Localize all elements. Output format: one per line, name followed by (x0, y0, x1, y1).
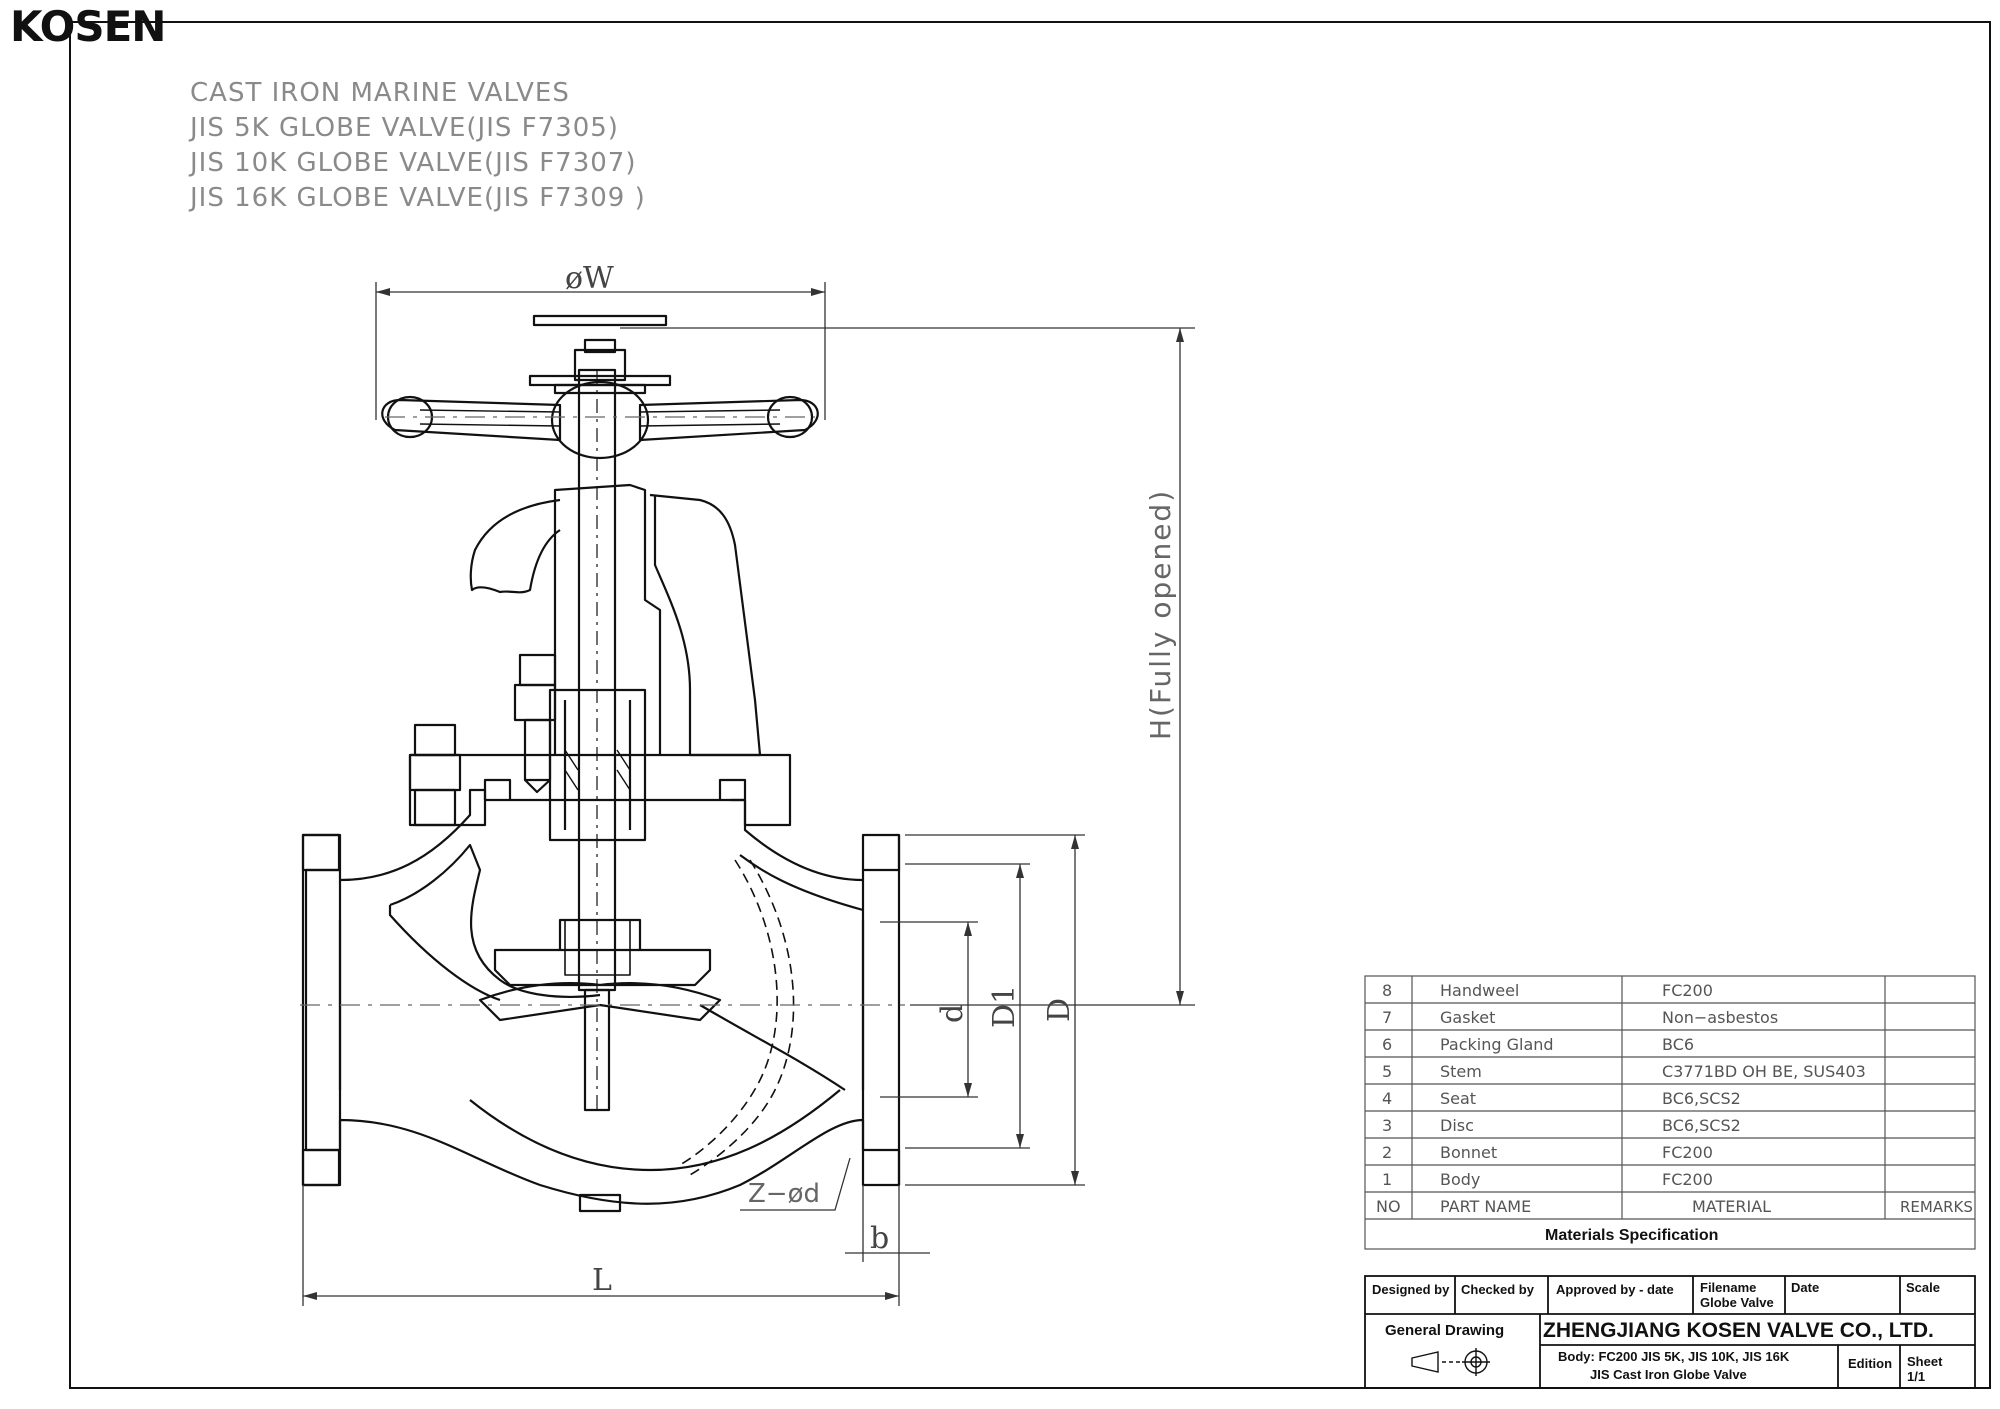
body-spec-line: Body: FC200 JIS 5K, JIS 10K, JIS 16K (1558, 1349, 1790, 1364)
svg-text:6: 6 (1382, 1035, 1392, 1054)
svg-text:Disc: Disc (1440, 1116, 1474, 1135)
right-flange-bottom-lug (861, 1148, 901, 1187)
bonnet-bolt (408, 723, 462, 827)
svg-text:Handweel: Handweel (1440, 981, 1519, 1000)
svg-text:BC6: BC6 (1662, 1035, 1694, 1054)
valve-disc (478, 918, 722, 1022)
dim-label-d: d (935, 1004, 970, 1023)
company-logo: KOSEN (10, 2, 166, 51)
projection-symbol-icon (1411, 1348, 1490, 1376)
table-row: 8 Handweel FC200 (1382, 981, 1713, 1000)
company-name: ZHENGJIANG KOSEN VALVE CO., LTD. (1543, 1319, 1934, 1342)
dim-label-big-d: D (1042, 998, 1077, 1022)
table-row: 6 Packing Gland BC6 (1382, 1035, 1694, 1054)
body-bottom-boss (578, 1193, 622, 1213)
stem-lower (583, 988, 611, 1112)
svg-text:2: 2 (1382, 1143, 1392, 1162)
title-block (1364, 1275, 1976, 1389)
parts-table (1364, 975, 1976, 1250)
edition-label: Edition (1848, 1356, 1892, 1371)
date-label: Date (1791, 1280, 1819, 1295)
svg-text:REMARKS: REMARKS (1900, 1198, 1973, 1216)
svg-text:MATERIAL: MATERIAL (1692, 1197, 1771, 1216)
packing-box (548, 688, 647, 842)
svg-text:Gasket: Gasket (1440, 1008, 1495, 1027)
materials-specification-caption: Materials Specification (1545, 1227, 1718, 1244)
table-row: 4 Seat BC6,SCS2 (1382, 1089, 1741, 1108)
gland-bolt (513, 653, 557, 794)
table-row: 7 Gasket Non−asbestos (1382, 1008, 1778, 1027)
general-drawing-label: General Drawing (1385, 1322, 1504, 1339)
svg-text:BC6,SCS2: BC6,SCS2 (1662, 1116, 1741, 1135)
drawing-title-line-3: JIS 10K GLOBE VALVE(JIS F7307) (190, 148, 637, 178)
dim-label-h: H(Fully opened) (1144, 489, 1177, 740)
svg-text:4: 4 (1382, 1089, 1392, 1108)
right-flange-top-lug (861, 833, 901, 872)
checked-by-label: Checked by (1461, 1282, 1535, 1297)
bonnet-yoke (553, 483, 762, 757)
drawing-title-line-1: CAST IRON MARINE VALVES (190, 78, 570, 108)
left-flange-top-lug (301, 833, 341, 872)
svg-text:Bonnet: Bonnet (1440, 1143, 1497, 1162)
dimension-lines (302, 282, 1195, 1306)
dim-label-b: b (870, 1221, 889, 1256)
table-row: 1 Body FC200 (1382, 1170, 1713, 1189)
drawing-title-line-4: JIS 16K GLOBE VALVE(JIS F7309 ) (190, 183, 646, 213)
seat-dashed-arc (679, 859, 778, 1166)
approved-by-label: Approved by - date (1556, 1282, 1674, 1297)
title-block-text: Designed by Checked by Approved by - dat… (1372, 1280, 1943, 1384)
designed-by-label: Designed by (1372, 1282, 1450, 1297)
svg-text:C3771BD OH BE, SUS403: C3771BD OH BE, SUS403 (1662, 1062, 1866, 1081)
drawing-title-line-2: JIS 5K GLOBE VALVE(JIS F7305) (190, 113, 619, 143)
svg-text:7: 7 (1382, 1008, 1392, 1027)
svg-text:Body: Body (1440, 1170, 1480, 1189)
dim-label-w: øW (565, 261, 614, 296)
svg-text:FC200: FC200 (1662, 1143, 1713, 1162)
yoke-left-arm (469, 498, 561, 594)
table-row: 2 Bonnet FC200 (1382, 1143, 1713, 1162)
valve-drawing (300, 314, 905, 1213)
parts-table-text: 8 Handweel FC200 7 Gasket Non−asbestos 6… (1376, 981, 1973, 1216)
svg-text:PART NAME: PART NAME (1440, 1197, 1531, 1216)
svg-text:NO: NO (1376, 1197, 1401, 1216)
svg-text:Non−asbestos: Non−asbestos (1662, 1008, 1778, 1027)
filename-value: Globe Valve (1700, 1295, 1774, 1310)
product-line: JIS Cast Iron Globe Valve (1590, 1367, 1747, 1382)
scale-label: Scale (1906, 1280, 1940, 1295)
filename-label: Filename (1700, 1280, 1756, 1295)
svg-text:1: 1 (1382, 1170, 1392, 1189)
svg-text:8: 8 (1382, 981, 1392, 1000)
left-flange-bottom-lug (301, 1148, 341, 1187)
svg-text:FC200: FC200 (1662, 1170, 1713, 1189)
svg-text:Stem: Stem (1440, 1062, 1482, 1081)
svg-text:Packing Gland: Packing Gland (1440, 1035, 1554, 1054)
dim-label-d1: D1 (987, 985, 1022, 1028)
sheet-label: Sheet (1907, 1354, 1943, 1369)
left-flange (301, 833, 342, 1187)
handwheel (381, 314, 819, 460)
svg-text:FC200: FC200 (1662, 981, 1713, 1000)
valve-body (338, 788, 865, 1205)
sheet-value: 1/1 (1907, 1369, 1925, 1384)
dim-label-z-od: Z−ød (748, 1179, 820, 1209)
drawing-frame (69, 21, 1991, 1389)
dim-label-l: L (592, 1263, 612, 1298)
table-header-row: NO PART NAME MATERIAL REMARKS (1376, 1197, 1973, 1216)
svg-text:3: 3 (1382, 1116, 1392, 1135)
svg-text:BC6,SCS2: BC6,SCS2 (1662, 1089, 1741, 1108)
svg-text:5: 5 (1382, 1062, 1392, 1081)
body-inner-passage (388, 843, 864, 1172)
table-row: 3 Disc BC6,SCS2 (1382, 1116, 1741, 1135)
bonnet-flange (408, 753, 792, 827)
table-row: 5 Stem C3771BD OH BE, SUS403 (1382, 1062, 1866, 1081)
svg-text:Seat: Seat (1440, 1089, 1476, 1108)
